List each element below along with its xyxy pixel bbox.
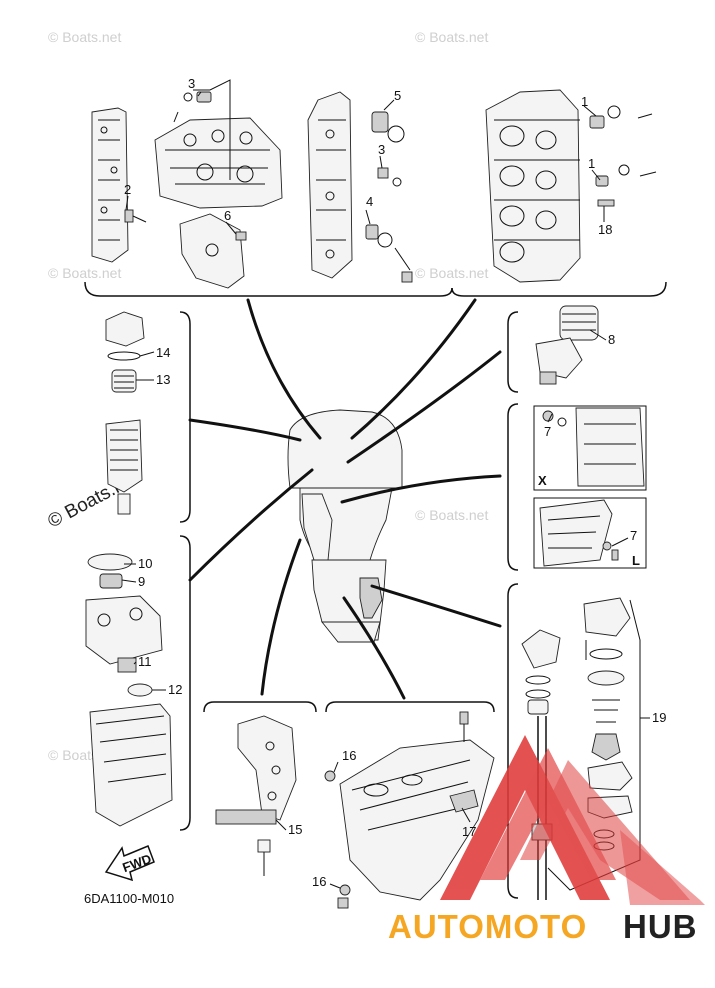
vapor-separator-bracket [179,535,191,831]
callout-10: 10 [138,556,152,571]
forward-arrow: FWD [104,845,155,882]
watermark-text: © Boats.net [415,507,488,523]
brand-name-part1: AUTOMOTO [388,908,587,945]
callout-8: 8 [608,332,615,347]
fuel-filter-drawing [105,311,145,515]
vapor-separator-drawing [85,553,173,827]
callout-1: 1 [588,156,595,171]
trim-tab-drawing [215,715,297,876]
view-l [533,497,647,569]
callout-4: 4 [366,194,373,209]
callout-16: 16 [342,748,356,763]
lower-unit-drawing [324,711,495,909]
callout-7: 7 [630,528,637,543]
watermark-text: © Boats.net [48,29,121,45]
diagram-code: 6DA1100-M010 [84,891,174,906]
callout-5: 5 [394,88,401,103]
callout-19: 19 [652,710,666,725]
callout-leaders [121,79,629,889]
callout-15: 15 [288,822,302,837]
outboard-silhouette [287,409,403,643]
watermark-text: © Boats.net [48,265,121,281]
view-x [533,405,647,491]
callout-3: 3 [188,76,195,91]
anode-bracket [507,403,519,571]
callout-2: 2 [124,182,131,197]
lower-unit-bracket [325,701,495,713]
callout-16: 16 [312,874,326,889]
brand-name-part2: HUB [623,908,698,945]
fuel-filter-bracket [179,311,191,523]
fwd-label: FWD [120,851,153,875]
callout-17: 17 [462,824,476,839]
callout-1: 1 [581,94,588,109]
head-cover-drawing [307,91,413,283]
callout-6: 6 [224,208,231,223]
water-pump-bracket [507,583,519,899]
callout-9: 9 [138,574,145,589]
brand-logo [440,735,705,905]
view-label-l: L [632,553,640,568]
silhouette-leaders [188,298,502,700]
oil-filter-drawing [535,305,599,385]
callout-18: 18 [598,222,612,237]
callout-11: 11 [138,654,152,669]
watermark-text: © Boats.net [415,29,488,45]
brand-triangle-icon [440,735,610,900]
oil-filter-bracket [507,311,519,393]
callout-13: 13 [156,372,170,387]
watermark-text: © Boats.net [415,265,488,281]
callout-12: 12 [168,682,182,697]
exhaust-cover-drawing [91,107,147,263]
callout-3: 3 [378,142,385,157]
view-label-x: X [538,473,547,488]
callout-14: 14 [156,345,170,360]
cylinder-head-drawing [485,89,657,283]
callout-numbers: 1 1 2 3 3 4 5 6 7 7 8 9 10 11 12 13 14 1… [124,76,666,889]
trim-tab-bracket [203,701,317,713]
top-bracket [84,281,667,297]
cylinder-block-drawing [154,91,283,289]
callout-7: 7 [544,424,551,439]
